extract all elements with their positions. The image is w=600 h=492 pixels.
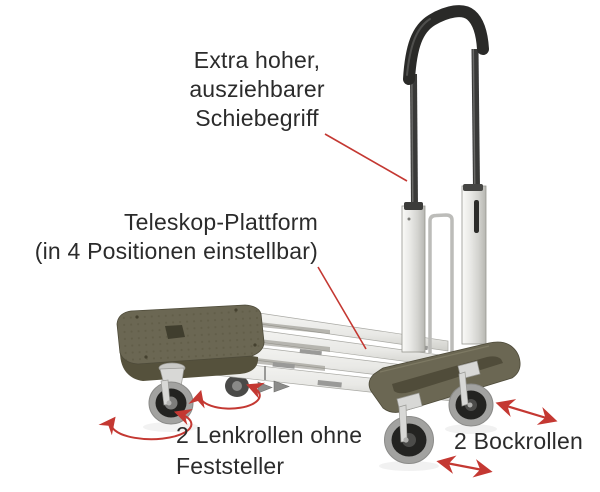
label-telescopic-platform: Teleskop-Plattform (in 4 Positionen eins… bbox=[34, 209, 318, 265]
label-swivel-casters: 2 Lenkrollen ohne Feststeller bbox=[176, 422, 363, 479]
callout-line-handle bbox=[324, 133, 408, 182]
fixed-wheel-front bbox=[384, 392, 434, 464]
annotation-graphics bbox=[98, 133, 558, 478]
swivel-caster-front bbox=[148, 362, 194, 425]
front-platform-plate bbox=[116, 304, 265, 381]
swivel-rotation-arrow-icon bbox=[188, 382, 265, 410]
direction-arrow-icon bbox=[436, 455, 493, 478]
fixed-wheel-rear bbox=[448, 360, 494, 427]
push-handle bbox=[403, 5, 489, 208]
direction-arrow-icon bbox=[495, 399, 558, 425]
callout-line-platform bbox=[317, 266, 367, 350]
label-fixed-casters: 2 Bockrollen bbox=[454, 428, 583, 454]
label-push-handle: Extra hoher, ausziehbarer Schiebegriff bbox=[189, 47, 325, 131]
swivel-rotation-arrow-icon bbox=[98, 408, 193, 441]
telescopic-posts bbox=[401, 184, 487, 353]
support-frame-rods bbox=[428, 213, 454, 358]
